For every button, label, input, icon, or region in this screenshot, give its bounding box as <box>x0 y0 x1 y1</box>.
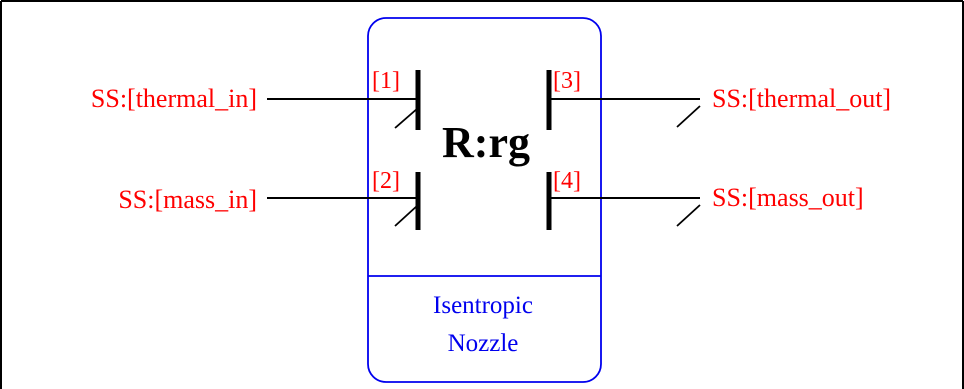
bond-mass-out-half-arrow <box>676 204 701 227</box>
port-mass-in-label: SS:[mass_in] <box>118 185 257 214</box>
bond-mass-in-half-arrow <box>394 204 419 227</box>
component-caption-line1: Isentropic <box>433 292 533 319</box>
component-label: R:rg <box>442 118 530 167</box>
component-box <box>367 17 602 383</box>
port-thermal-in-label: SS:[thermal_in] <box>91 84 257 113</box>
port-2-number: [2] <box>372 168 400 194</box>
port-mass-out-label: SS:[mass_out] <box>712 183 864 212</box>
port-3-number: [3] <box>553 68 581 94</box>
port-4-number: [4] <box>553 168 581 194</box>
port-1-number: [1] <box>372 68 400 94</box>
bond-thermal-in-half-arrow <box>394 107 419 129</box>
bond-thermal-out-half-arrow <box>676 105 701 128</box>
component-caption-line2: Nozzle <box>448 330 519 357</box>
port-thermal-out-label: SS:[thermal_out] <box>712 84 891 113</box>
